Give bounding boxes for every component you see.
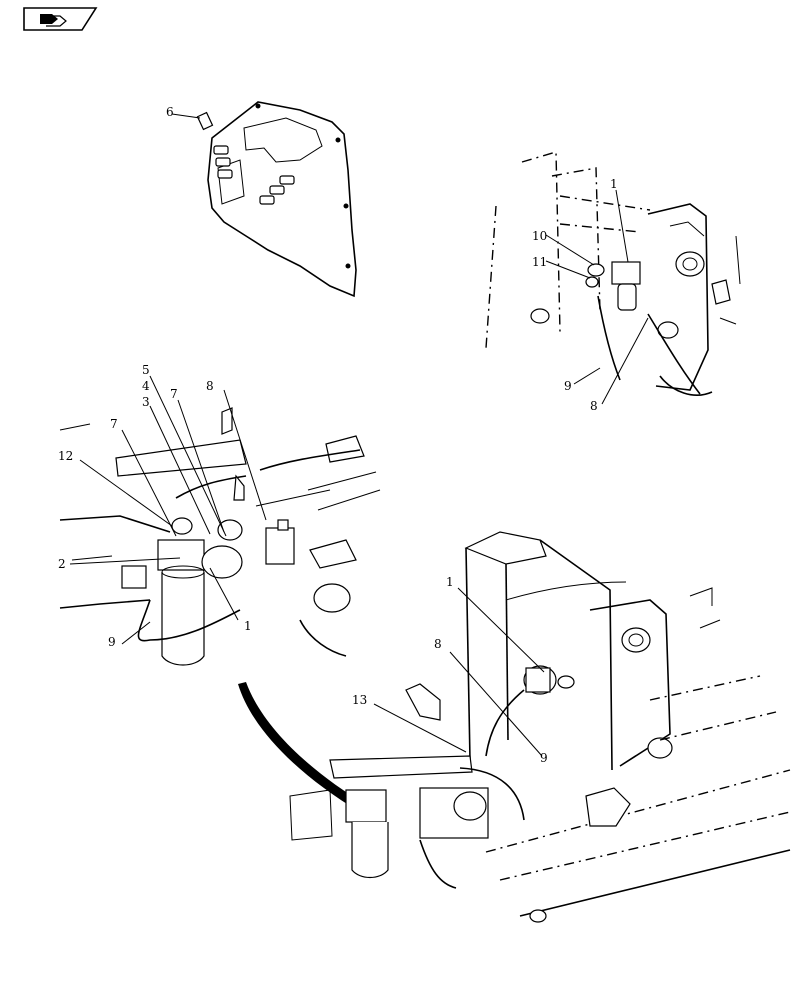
- callout-label: 13: [352, 693, 367, 707]
- callouts-lower-right: 1 8 13 9: [352, 575, 548, 765]
- callouts-upper-right: 1 10 11 9 8: [532, 177, 618, 413]
- callout-label: 8: [434, 637, 442, 651]
- instrument-panel-drawing: [171, 101, 357, 298]
- callout-label: 4: [142, 379, 150, 393]
- callout-label: 6: [166, 105, 174, 119]
- callout-label: 1: [610, 177, 618, 191]
- callout-label: 9: [564, 379, 572, 393]
- callout-label: 9: [540, 751, 548, 765]
- callout-label: 7: [170, 387, 178, 401]
- callout-label: 10: [532, 229, 547, 243]
- callout-label: 3: [142, 395, 150, 409]
- page-forward-icon[interactable]: [23, 7, 98, 31]
- callouts-middle-left: 5 4 3 7 8 7 12 2 1 9: [58, 363, 252, 649]
- callout-label: 5: [142, 363, 150, 377]
- callout-label: 7: [110, 417, 118, 431]
- callout-label: 1: [446, 575, 454, 589]
- upper-right-assembly-drawing: [485, 151, 741, 405]
- callout-label: 8: [206, 379, 214, 393]
- callouts-panel: 6: [166, 105, 174, 119]
- callout-label: 1: [244, 619, 252, 633]
- middle-left-assembly-drawing: [59, 375, 381, 666]
- callout-label: 9: [108, 635, 116, 649]
- callout-label: 12: [58, 449, 73, 463]
- callout-label: 2: [58, 557, 66, 571]
- callout-label: 11: [532, 255, 547, 269]
- lower-right-assembly-drawing: [289, 531, 791, 923]
- callout-label: 8: [590, 399, 598, 413]
